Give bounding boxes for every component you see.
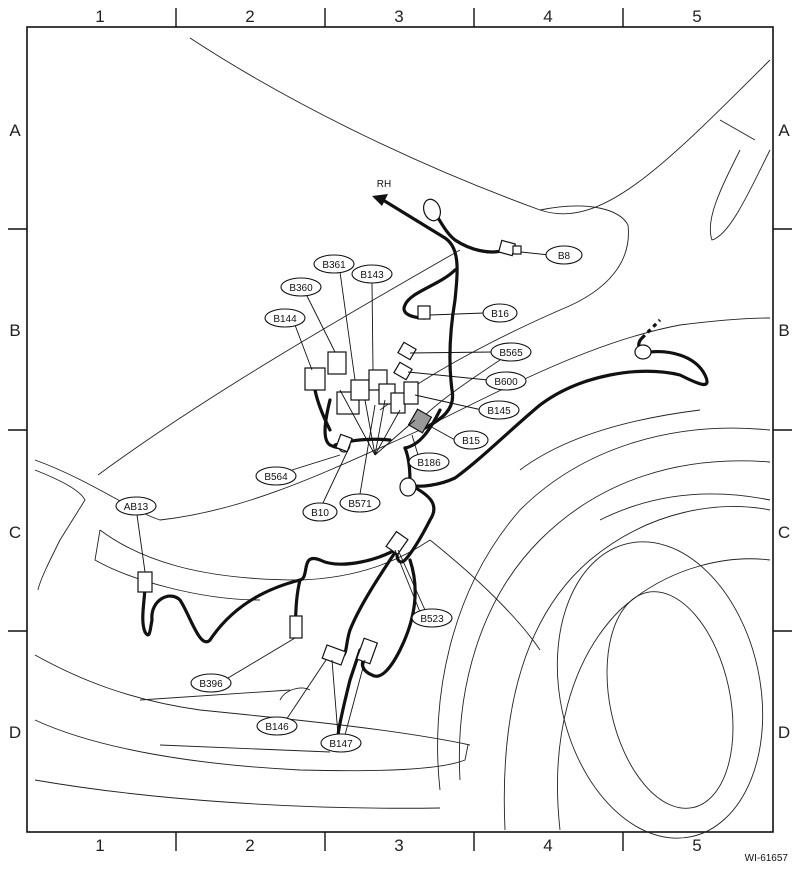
grid-col-bottom-4: 4	[543, 836, 552, 855]
vehicle-body-outline	[34, 37, 771, 839]
callout-b360: B360	[289, 283, 313, 294]
connector-bodies	[137, 239, 522, 666]
callout-b146: B146	[265, 722, 289, 733]
grid-ticks	[8, 8, 792, 851]
callout-ab13-bubble	[115, 496, 157, 516]
figure-id: WI-61657	[745, 853, 789, 864]
callout-b523: B523	[420, 614, 444, 625]
rh-direction-arrow	[372, 194, 388, 206]
callout-b396: B396	[199, 679, 223, 690]
grid-col-top-2: 2	[245, 7, 254, 26]
callout-b523-bubble	[411, 608, 453, 628]
callout-b565-bubble	[490, 342, 532, 362]
grid-row-left-c: C	[9, 523, 21, 542]
grid-row-left-b: B	[9, 321, 20, 340]
callout-b8-bubble	[545, 245, 583, 265]
callout-b10-bubble	[302, 502, 338, 522]
connector-callouts: B8 B16 B565 B600 B145 B15 B186 B571 B10 …	[115, 245, 583, 753]
grid-row-right-d: D	[778, 723, 790, 742]
grid-col-bottom-3: 3	[394, 836, 403, 855]
diagram-frame	[26, 26, 774, 833]
grid-col-top-3: 3	[394, 7, 403, 26]
callout-b571-bubble	[339, 493, 381, 513]
grid-row-right-c: C	[778, 523, 790, 542]
callout-b600: B600	[494, 377, 518, 388]
grid-col-top-1: 1	[95, 7, 104, 26]
grid-col-bottom-5: 5	[692, 836, 701, 855]
callout-b600-bubble	[485, 371, 527, 391]
callout-b186-bubble	[408, 452, 450, 472]
grid-col-bottom-2: 2	[245, 836, 254, 855]
callout-b361-bubble	[313, 254, 355, 274]
callout-ab13: AB13	[124, 502, 149, 513]
grid-col-top-5: 5	[692, 7, 701, 26]
grid-row-right-b: B	[778, 321, 789, 340]
callout-b15-bubble	[453, 430, 489, 450]
grid-col-bottom-1: 1	[95, 836, 104, 855]
callout-b565: B565	[499, 348, 523, 359]
callout-b145: B145	[487, 406, 511, 417]
callout-b143-bubble	[351, 264, 393, 284]
callout-b144-bubble	[264, 308, 306, 328]
callout-b146-bubble	[256, 716, 298, 736]
rh-direction-label: RH	[377, 179, 391, 190]
callout-b145-bubble	[478, 400, 520, 420]
callout-b564-bubble	[255, 466, 297, 486]
callout-b143: B143	[360, 270, 384, 281]
grid-row-left-a: A	[9, 121, 21, 140]
callout-b16: B16	[491, 309, 509, 320]
callout-b186: B186	[417, 458, 441, 469]
callout-b361: B361	[322, 260, 346, 271]
callout-b147: B147	[329, 739, 353, 750]
callout-b147-bubble	[320, 733, 362, 753]
callout-b360-bubble	[280, 277, 322, 297]
callout-b564: B564	[264, 472, 288, 483]
harness-continuation	[640, 318, 662, 340]
callout-b144: B144	[273, 314, 297, 325]
callout-b396-bubble	[190, 673, 232, 693]
grid-row-right-a: A	[778, 121, 790, 140]
grid-row-left-d: D	[9, 723, 21, 742]
leader-lines	[136, 251, 550, 736]
callout-b571: B571	[348, 499, 372, 510]
callout-b10: B10	[311, 508, 329, 519]
callout-b8: B8	[558, 251, 571, 262]
grid-col-top-4: 4	[543, 7, 552, 26]
callout-b15: B15	[462, 436, 480, 447]
callout-b16-bubble	[482, 303, 518, 323]
